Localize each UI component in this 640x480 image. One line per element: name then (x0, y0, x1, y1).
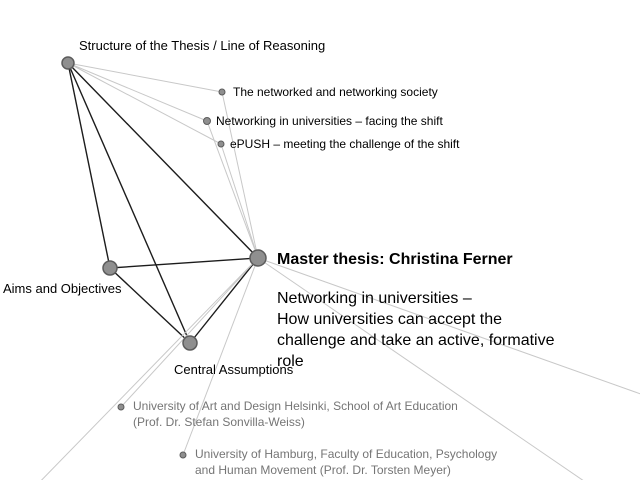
hamburg-node[interactable] (179, 451, 187, 459)
edge-central-assumptions-to-master-thesis (189, 257, 259, 344)
node-label-master-thesis[interactable]: Master thesis: Christina Ferner Networki… (277, 231, 555, 390)
edge-master-thesis-to-off-bottom-left (40, 257, 259, 480)
edge-structure-to-aims (67, 62, 111, 269)
helsinki-node[interactable] (117, 403, 125, 411)
edge-structure-to-central-assumptions (67, 62, 191, 344)
node-label-university-helsinki[interactable]: University of Art and Design Helsinki, S… (133, 399, 458, 429)
master-thesis-title[interactable]: Master thesis: Christina Ferner (277, 251, 513, 268)
master-thesis-node[interactable] (249, 249, 267, 267)
node-label-networking-universities[interactable]: Networking in universities – facing the … (216, 114, 443, 128)
node-label-structure-of-thesis[interactable]: Structure of the Thesis / Line of Reason… (79, 38, 326, 53)
aims-node[interactable] (102, 260, 118, 276)
node-label-aims-and-objectives[interactable]: Aims and Objectives (3, 281, 122, 296)
node-label-central-assumptions[interactable]: Central Assumptions (174, 362, 294, 377)
edge-master-thesis-to-hamburg (182, 257, 259, 456)
epush-node[interactable] (217, 140, 225, 148)
edge-structure-to-epush (67, 62, 222, 145)
edge-master-thesis-to-networking-universities (206, 120, 259, 259)
edge-master-thesis-to-off-bottom-right-2 (257, 257, 584, 480)
edge-aims-to-master-thesis (109, 257, 259, 269)
node-label-university-hamburg[interactable]: University of Hamburg, Faculty of Educat… (195, 447, 498, 477)
edge-master-thesis-to-epush (220, 143, 259, 259)
node-label-epush[interactable]: ePUSH – meeting the challenge of the shi… (230, 137, 460, 151)
edge-master-thesis-to-networked-society (221, 91, 259, 259)
networking-universities-node[interactable] (203, 117, 211, 125)
edge-structure-to-networking-universities (67, 62, 208, 122)
edge-structure-to-networked-society (67, 62, 223, 93)
node-label-networked-society[interactable]: The networked and networking society (233, 85, 438, 99)
edge-aims-to-central-assumptions (109, 267, 191, 344)
edge-master-thesis-to-off-bottom-right-1 (257, 257, 640, 395)
structure-node[interactable] (61, 56, 75, 70)
edge-master-thesis-to-helsinki (120, 257, 259, 408)
networked-society-node[interactable] (218, 88, 226, 96)
master-thesis-subtitle[interactable]: Networking in universities – How univers… (277, 290, 555, 370)
edge-structure-to-master-thesis (67, 62, 259, 259)
central-assumptions-node[interactable] (182, 335, 198, 351)
